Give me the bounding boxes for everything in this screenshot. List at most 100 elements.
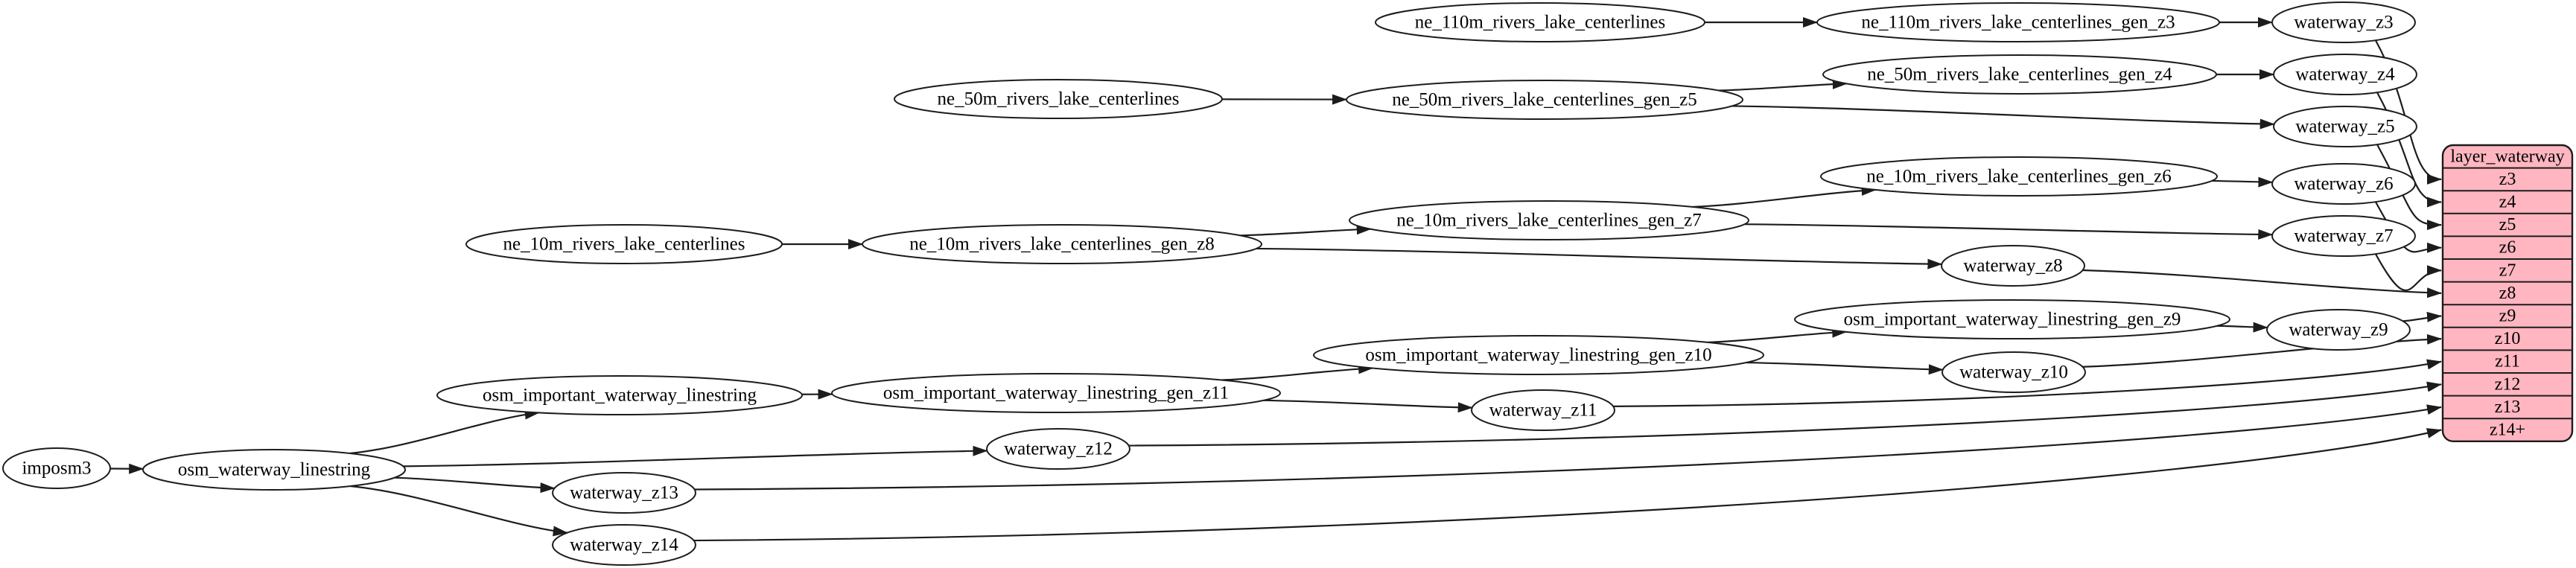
edge-osm_waterway_linestring-osm_important_waterway_linestring <box>349 409 540 455</box>
node-waterway_z14: waterway_z14 <box>552 524 696 566</box>
node-shape-osm_important_waterway_linestring <box>436 375 803 415</box>
node-label-waterway_z9: waterway_z9 <box>2289 320 2388 340</box>
node-shape-ne_10m_rivers_lake_centerlines <box>465 224 783 264</box>
node-waterway_z12: waterway_z12 <box>986 428 1130 470</box>
table-row-z8: z8 <box>2499 284 2516 303</box>
node-label-waterway_z10: waterway_z10 <box>1959 363 2068 383</box>
node-ne_10m_rivers_lake_centerlines_gen_z7: ne_10m_rivers_lake_centerlines_gen_z7 <box>1349 200 1749 240</box>
node-ne_10m_rivers_lake_centerlines: ne_10m_rivers_lake_centerlines <box>465 224 783 264</box>
node-ne_50m_rivers_lake_centerlines_gen_z4: ne_50m_rivers_lake_centerlines_gen_z4 <box>1822 54 2217 95</box>
node-waterway_z3: waterway_z3 <box>2271 1 2416 43</box>
node-shape-osm_waterway_linestring <box>142 449 406 491</box>
node-label-waterway_z5: waterway_z5 <box>2295 117 2394 137</box>
node-label-waterway_z11: waterway_z11 <box>1489 401 1597 421</box>
node-label-osm_important_waterway_linestring_gen_z10: osm_important_waterway_linestring_gen_z1… <box>1365 345 1711 366</box>
node-label-waterway_z14: waterway_z14 <box>570 535 678 555</box>
edge-waterway_z7-layer_waterway-z7 <box>2374 253 2442 292</box>
node-waterway_z7: waterway_z7 <box>2271 215 2416 257</box>
node-shape-ne_50m_rivers_lake_centerlines_gen_z4 <box>1822 54 2217 95</box>
node-shape-ne_110m_rivers_lake_centerlines_gen_z3 <box>1816 2 2220 42</box>
edge-osm_important_waterway_linestring_gen_z11-waterway_z11 <box>1263 399 1473 413</box>
node-shape-ne_10m_rivers_lake_centerlines_gen_z7 <box>1349 200 1749 240</box>
edge-waterway_z5-layer_waterway-z5 <box>2376 144 2442 231</box>
edges-layer <box>109 17 2442 542</box>
table-row-z3: z3 <box>2499 170 2516 189</box>
node-osm_important_waterway_linestring_gen_z10: osm_important_waterway_linestring_gen_z1… <box>1313 335 1764 375</box>
node-label-ne_50m_rivers_lake_centerlines: ne_50m_rivers_lake_centerlines <box>938 89 1180 109</box>
node-shape-ne_50m_rivers_lake_centerlines <box>894 79 1223 119</box>
node-imposm3: imposm3 <box>2 447 111 489</box>
edge-waterway_z14-layer_waterway-z14+ <box>693 428 2442 542</box>
table-row-z10: z10 <box>2495 329 2521 348</box>
node-shape-ne_110m_rivers_lake_centerlines <box>1375 2 1705 42</box>
node-shape-waterway_z7 <box>2271 215 2416 257</box>
edge-waterway_z12-layer_waterway-z12 <box>1128 381 2442 447</box>
table-row-z13: z13 <box>2495 398 2521 417</box>
node-label-waterway_z7: waterway_z7 <box>2294 226 2393 246</box>
node-waterway_z9: waterway_z9 <box>2266 309 2411 351</box>
node-shape-ne_50m_rivers_lake_centerlines_gen_z5 <box>1346 80 1743 120</box>
node-shape-imposm3 <box>2 447 111 489</box>
node-shape-waterway_z8 <box>1941 245 2085 287</box>
node-shape-waterway_z12 <box>986 428 1130 470</box>
table-header-layer-waterway: layer_waterway <box>2450 147 2564 166</box>
node-label-osm_waterway_linestring: osm_waterway_linestring <box>178 460 371 480</box>
node-shape-waterway_z3 <box>2271 1 2416 43</box>
edge-osm_important_waterway_linestring_gen_z10-osm_important_waterway_linestring_gen_z9 <box>1708 327 1848 343</box>
edge-waterway_z8-layer_waterway-z8 <box>2082 269 2442 299</box>
node-waterway_z4: waterway_z4 <box>2273 54 2417 95</box>
node-label-waterway_z13: waterway_z13 <box>570 483 678 503</box>
node-shape-waterway_z10 <box>1941 351 2086 393</box>
node-osm_waterway_linestring: osm_waterway_linestring <box>142 449 406 491</box>
node-waterway_z6: waterway_z6 <box>2271 163 2416 205</box>
node-shape-waterway_z13 <box>552 472 696 514</box>
node-osm_important_waterway_linestring: osm_important_waterway_linestring <box>436 375 803 415</box>
table-background <box>2441 144 2574 442</box>
node-shape-waterway_z4 <box>2273 54 2417 95</box>
table-row-z4: z4 <box>2499 193 2516 212</box>
node-label-osm_important_waterway_linestring_gen_z9: osm_important_waterway_linestring_gen_z9 <box>1844 310 2181 330</box>
edge-osm_important_waterway_linestring_gen_z11-osm_important_waterway_linestring_gen_z10 <box>1221 363 1374 381</box>
node-ne_50m_rivers_lake_centerlines: ne_50m_rivers_lake_centerlines <box>894 79 1223 119</box>
edge-ne_10m_rivers_lake_centerlines_gen_z6-waterway_z6 <box>2211 176 2274 188</box>
node-label-osm_important_waterway_linestring: osm_important_waterway_linestring <box>483 386 757 406</box>
node-ne_50m_rivers_lake_centerlines_gen_z5: ne_50m_rivers_lake_centerlines_gen_z5 <box>1346 80 1743 120</box>
node-shape-ne_10m_rivers_lake_centerlines_gen_z6 <box>1820 156 2218 197</box>
node-waterway_z5: waterway_z5 <box>2273 106 2417 147</box>
table-row-z9: z9 <box>2499 307 2516 326</box>
node-osm_important_waterway_linestring_gen_z11: osm_important_waterway_linestring_gen_z1… <box>831 373 1281 413</box>
edge-waterway_z13-layer_waterway-z13 <box>694 404 2442 491</box>
node-label-ne_110m_rivers_lake_centerlines: ne_110m_rivers_lake_centerlines <box>1415 13 1665 33</box>
node-label-ne_10m_rivers_lake_centerlines_gen_z8: ne_10m_rivers_lake_centerlines_gen_z8 <box>909 234 1215 255</box>
node-shape-waterway_z11 <box>1471 389 1615 431</box>
node-label-ne_110m_rivers_lake_centerlines_gen_z3: ne_110m_rivers_lake_centerlines_gen_z3 <box>1861 13 2175 33</box>
edge-osm_important_waterway_linestring_gen_z9-waterway_z9 <box>2216 322 2268 333</box>
table-row-z5: z5 <box>2499 215 2516 234</box>
node-osm_important_waterway_linestring_gen_z9: osm_important_waterway_linestring_gen_z9 <box>1794 299 2230 339</box>
node-shape-osm_important_waterway_linestring_gen_z9 <box>1794 299 2230 339</box>
edge-ne_10m_rivers_lake_centerlines_gen_z7-ne_10m_rivers_lake_centerlines_gen_z6 <box>1692 185 1877 208</box>
node-label-waterway_z12: waterway_z12 <box>1004 439 1113 459</box>
node-waterway_z8: waterway_z8 <box>1941 245 2085 287</box>
table-layer-waterway: layer_waterwayz3z4z5z6z7z8z9z10z11z12z13… <box>2441 144 2574 442</box>
table-row-z6: z6 <box>2499 238 2516 258</box>
node-label-ne_10m_rivers_lake_centerlines: ne_10m_rivers_lake_centerlines <box>503 234 745 255</box>
edge-waterway_z9-layer_waterway-z9 <box>2402 311 2442 322</box>
node-shape-osm_important_waterway_linestring_gen_z10 <box>1313 335 1764 375</box>
table-row-z14+: z14+ <box>2490 421 2525 440</box>
edge-ne_10m_rivers_lake_centerlines_gen_z8-waterway_z8 <box>1256 247 1943 269</box>
node-label-waterway_z3: waterway_z3 <box>2294 13 2393 33</box>
node-shape-waterway_z5 <box>2273 106 2417 147</box>
table-row-z11: z11 <box>2495 352 2520 371</box>
node-label-ne_50m_rivers_lake_centerlines_gen_z4: ne_50m_rivers_lake_centerlines_gen_z4 <box>1867 65 2172 85</box>
edge-osm_waterway_linestring-waterway_z12 <box>403 445 988 468</box>
node-label-ne_50m_rivers_lake_centerlines_gen_z5: ne_50m_rivers_lake_centerlines_gen_z5 <box>1392 90 1697 110</box>
node-shape-ne_10m_rivers_lake_centerlines_gen_z8 <box>862 224 1262 264</box>
node-label-osm_important_waterway_linestring_gen_z11: osm_important_waterway_linestring_gen_z1… <box>883 383 1229 403</box>
edge-waterway_z11-layer_waterway-z11 <box>1613 359 2442 407</box>
node-label-imposm3: imposm3 <box>22 459 91 479</box>
edge-osm_waterway_linestring-waterway_z13 <box>394 476 556 494</box>
edge-osm_important_waterway_linestring_gen_z10-waterway_z10 <box>1746 361 1944 375</box>
